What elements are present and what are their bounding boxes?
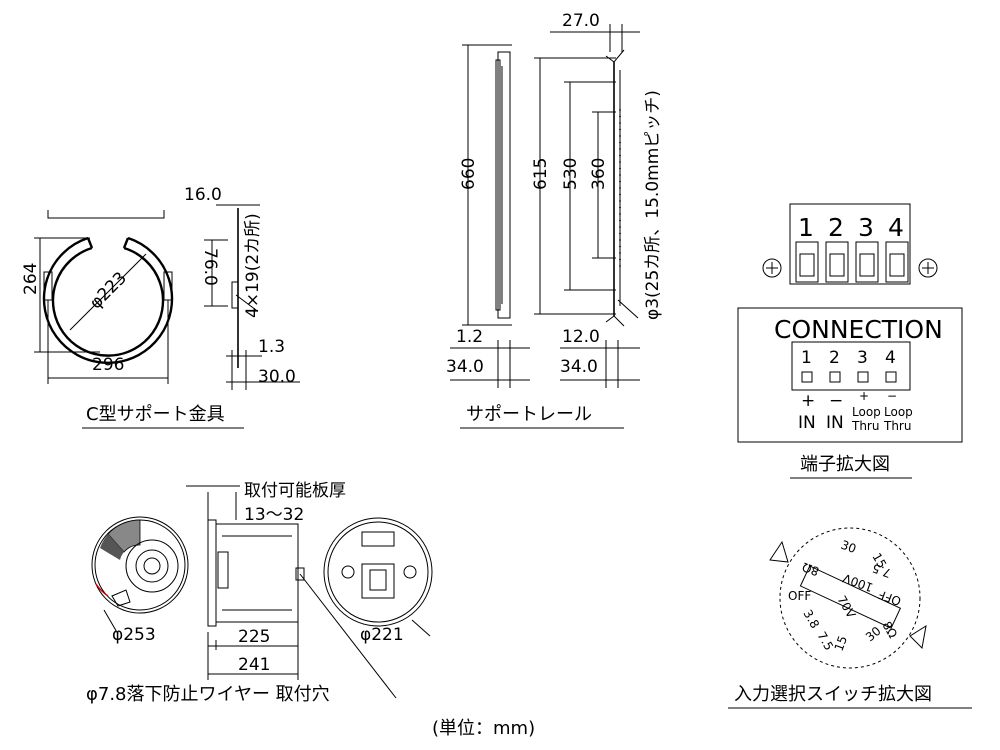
bracket-width-label: 296 — [92, 355, 124, 375]
rail-hole-dot — [619, 193, 621, 196]
connection-number-4: 4 — [885, 348, 896, 368]
rail-hole-dot — [619, 239, 621, 241]
speaker-drawing — [91, 485, 433, 699]
connection-label-loop-minus: Loop — [884, 405, 913, 419]
rail-hole-dot — [619, 206, 621, 209]
rail-hole-dot — [619, 141, 621, 144]
rail-length-530-label: 530 — [561, 158, 581, 190]
back-diameter-label: φ221 — [360, 625, 404, 645]
bracket-caption: C型サポート金具 — [86, 404, 225, 425]
rail-hole-dot — [619, 148, 621, 150]
connection-number-2: 2 — [829, 348, 840, 368]
switch-label-75-a: 7.5 — [870, 561, 893, 581]
rail-t1-label: 1.2 — [456, 327, 483, 347]
rail-hole-dot — [619, 167, 621, 170]
terminal-number-3: 3 — [858, 213, 874, 242]
rail-hole-dot — [619, 161, 621, 163]
rail-hole-dot — [619, 200, 621, 202]
terminal-number-4: 4 — [888, 213, 904, 242]
rail-hole-dot — [619, 128, 621, 131]
bracket-thick2-label: 30.0 — [258, 367, 296, 387]
connection-sign-1: + — [801, 391, 815, 411]
rail-hole-dot — [619, 187, 621, 189]
panel-thickness-range: 13〜32 — [244, 505, 304, 525]
connection-label-in-minus: IN — [826, 413, 844, 433]
rail-hole-dot — [619, 109, 621, 111]
depth-241-label: 241 — [238, 655, 270, 675]
support-rail-drawing — [450, 24, 640, 388]
rail-holes-label: φ3(25カ所、15.0mmピッチ) — [643, 90, 663, 320]
bracket-side-width-label: 16.0 — [184, 185, 222, 205]
c-bracket-drawing — [34, 204, 300, 390]
switch-caption: 入力選択スイッチ拡大図 — [734, 684, 932, 705]
rail-w2-label: 34.0 — [560, 357, 598, 377]
rail-hole-dot — [619, 122, 621, 124]
switch-label-15-a: 15 — [869, 551, 889, 571]
rail-length-360-label: 360 — [589, 158, 609, 190]
terminal-block-drawing — [737, 203, 963, 443]
depth-225-label: 225 — [238, 627, 270, 647]
rail-hole-dot — [619, 226, 621, 228]
bracket-slot-label: 4×19(2カ所) — [243, 213, 263, 318]
rail-hole-dot — [619, 252, 621, 254]
connection-title: CONNECTION — [774, 315, 943, 344]
connection-sign-4: − — [887, 389, 897, 403]
switch-label-off-a: OFF — [876, 587, 903, 608]
bracket-side-height-label: 76.0 — [200, 248, 220, 286]
connection-sign-3: + — [859, 389, 869, 403]
rail-hole-dot — [619, 135, 621, 137]
rail-caption: サポートレール — [466, 404, 592, 425]
rail-w1-label: 34.0 — [446, 357, 484, 377]
connection-label-loop-plus: Loop — [852, 405, 881, 419]
input-switch-drawing — [769, 527, 927, 669]
terminal-number-1: 1 — [798, 213, 814, 242]
front-diameter-label: φ253 — [112, 625, 156, 645]
switch-label-8ohm-b: 8Ω — [879, 619, 900, 641]
rail-hole-dot — [619, 213, 621, 215]
connection-label-in-plus: IN — [798, 413, 816, 433]
rail-top-width-label: 27.0 — [562, 11, 600, 31]
rail-length-660-label: 660 — [459, 158, 479, 190]
rail-hole-dot — [619, 174, 621, 176]
switch-label-38-b: 3.8 — [800, 607, 822, 631]
rail-hole-dot — [619, 219, 621, 222]
bracket-height-label: 264 — [21, 263, 41, 295]
connection-number-1: 1 — [801, 348, 812, 368]
wire-hole-label: φ7.8落下防止ワイヤー 取付穴 — [86, 684, 330, 705]
switch-label-30-a: 30 — [839, 538, 858, 556]
terminal-number-2: 2 — [828, 213, 844, 242]
unit-label: (単位：mm) — [432, 718, 535, 739]
rail-length-615-label: 615 — [531, 158, 551, 190]
panel-thickness-label: 取付可能板厚 — [244, 481, 346, 501]
rail-hole-dot — [619, 232, 621, 235]
rail-hole-dot — [619, 245, 621, 248]
rail-hole-dot — [619, 258, 621, 261]
rail-hole-dot — [619, 154, 621, 157]
rail-t2-label: 12.0 — [562, 327, 600, 347]
switch-label-off-b: OFF — [788, 589, 811, 603]
rail-hole-dot — [619, 115, 621, 118]
connection-label-thru-minus: Thru — [883, 419, 911, 433]
switch-label-70v: 70V — [834, 593, 858, 621]
bracket-thick1-label: 1.3 — [258, 337, 285, 357]
terminal-caption: 端子拡大図 — [800, 454, 890, 475]
rail-hole-dot — [619, 265, 621, 267]
switch-label-15-b: 15 — [832, 634, 850, 653]
rail-hole-dot — [619, 180, 621, 183]
connection-label-thru-plus: Thru — [851, 419, 879, 433]
connection-sign-2: − — [829, 391, 843, 411]
bracket-diameter-label: φ223 — [86, 268, 131, 313]
switch-label-8ohm-a: 8Ω — [800, 560, 821, 579]
switch-label-100v: 100V — [840, 570, 875, 594]
connection-number-3: 3 — [857, 348, 868, 368]
rail-hole-dots — [619, 109, 621, 267]
